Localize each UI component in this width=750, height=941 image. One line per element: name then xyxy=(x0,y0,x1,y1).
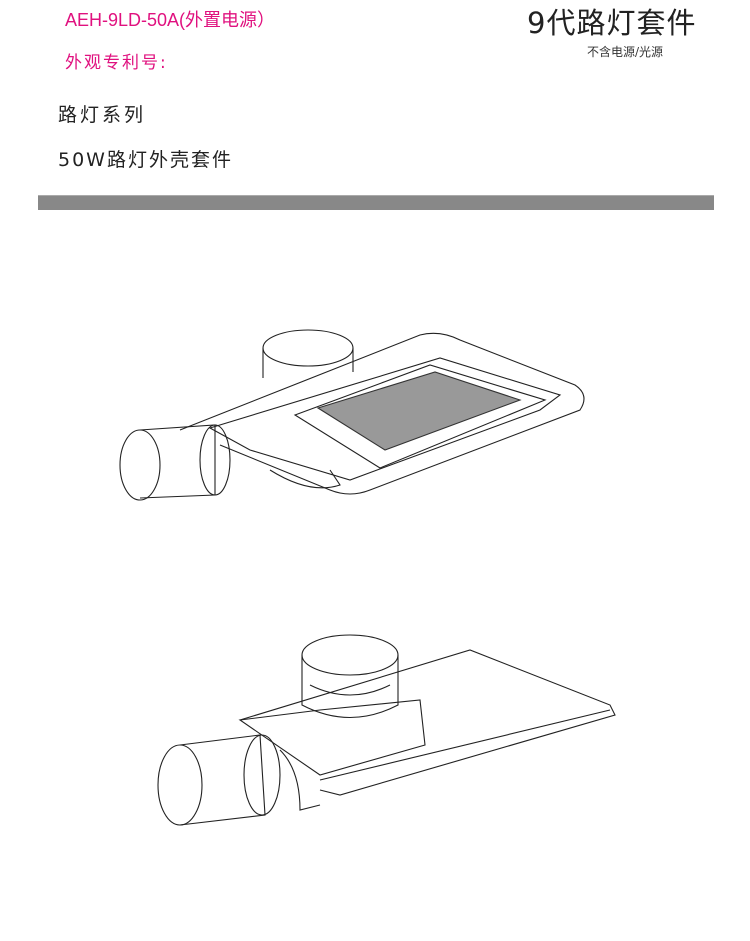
street-light-bottom-view xyxy=(119,329,585,501)
street-light-top-view xyxy=(157,634,616,826)
divider-bar xyxy=(38,195,714,210)
series-label: 路灯系列 xyxy=(58,104,147,126)
product-name: 50W路灯外壳套件 xyxy=(58,149,233,171)
note: 不含电源/光源 xyxy=(587,45,664,59)
model-number: AEH-9LD-50A(外置电源） xyxy=(65,10,276,30)
page-title: 9代路灯套件 xyxy=(527,6,697,40)
patent-label: 外观专利号: xyxy=(65,53,168,73)
